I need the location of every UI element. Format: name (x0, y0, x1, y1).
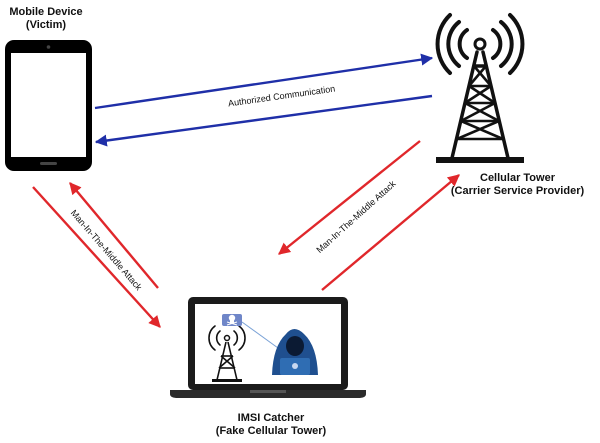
attack-arrow-to-tower (321, 174, 460, 291)
attack-arrow-to-imsi (32, 186, 161, 328)
smartphone-icon (5, 40, 92, 171)
mitm-left-label: Man-In-The-Middle Attack (69, 208, 144, 293)
mobile-device-label: Mobile Device (Victim) (0, 6, 92, 32)
mobile-device-title: Mobile Device (9, 6, 83, 18)
laptop-icon (170, 297, 366, 398)
cellular-tower-title: Cellular Tower (480, 172, 555, 184)
imsi-catcher-subtitle: (Fake Cellular Tower) (215, 425, 327, 437)
imsi-catcher-label: IMSI Catcher (Fake Cellular Tower) (196, 412, 346, 438)
attack-arrow-to-device (69, 182, 159, 289)
attack-arrow-to-imsi-from-tower (278, 140, 421, 255)
imsi-catcher-title: IMSI Catcher (237, 412, 305, 424)
authorized-communication-label: Authorized Communication (227, 84, 335, 109)
cellular-tower-subtitle: (Carrier Service Provider) (450, 185, 585, 197)
mobile-device-subtitle: (Victim) (25, 19, 67, 31)
authorized-arrow-to-tower (94, 53, 434, 110)
small-cell-tower-icon (208, 325, 246, 382)
cellular-tower-label: Cellular Tower (Carrier Service Provider… (440, 172, 595, 198)
cell-tower-icon (435, 13, 525, 163)
hooded-hacker-icon (272, 329, 318, 375)
skull-icon (222, 314, 279, 349)
authorized-arrow-to-device (94, 94, 433, 147)
